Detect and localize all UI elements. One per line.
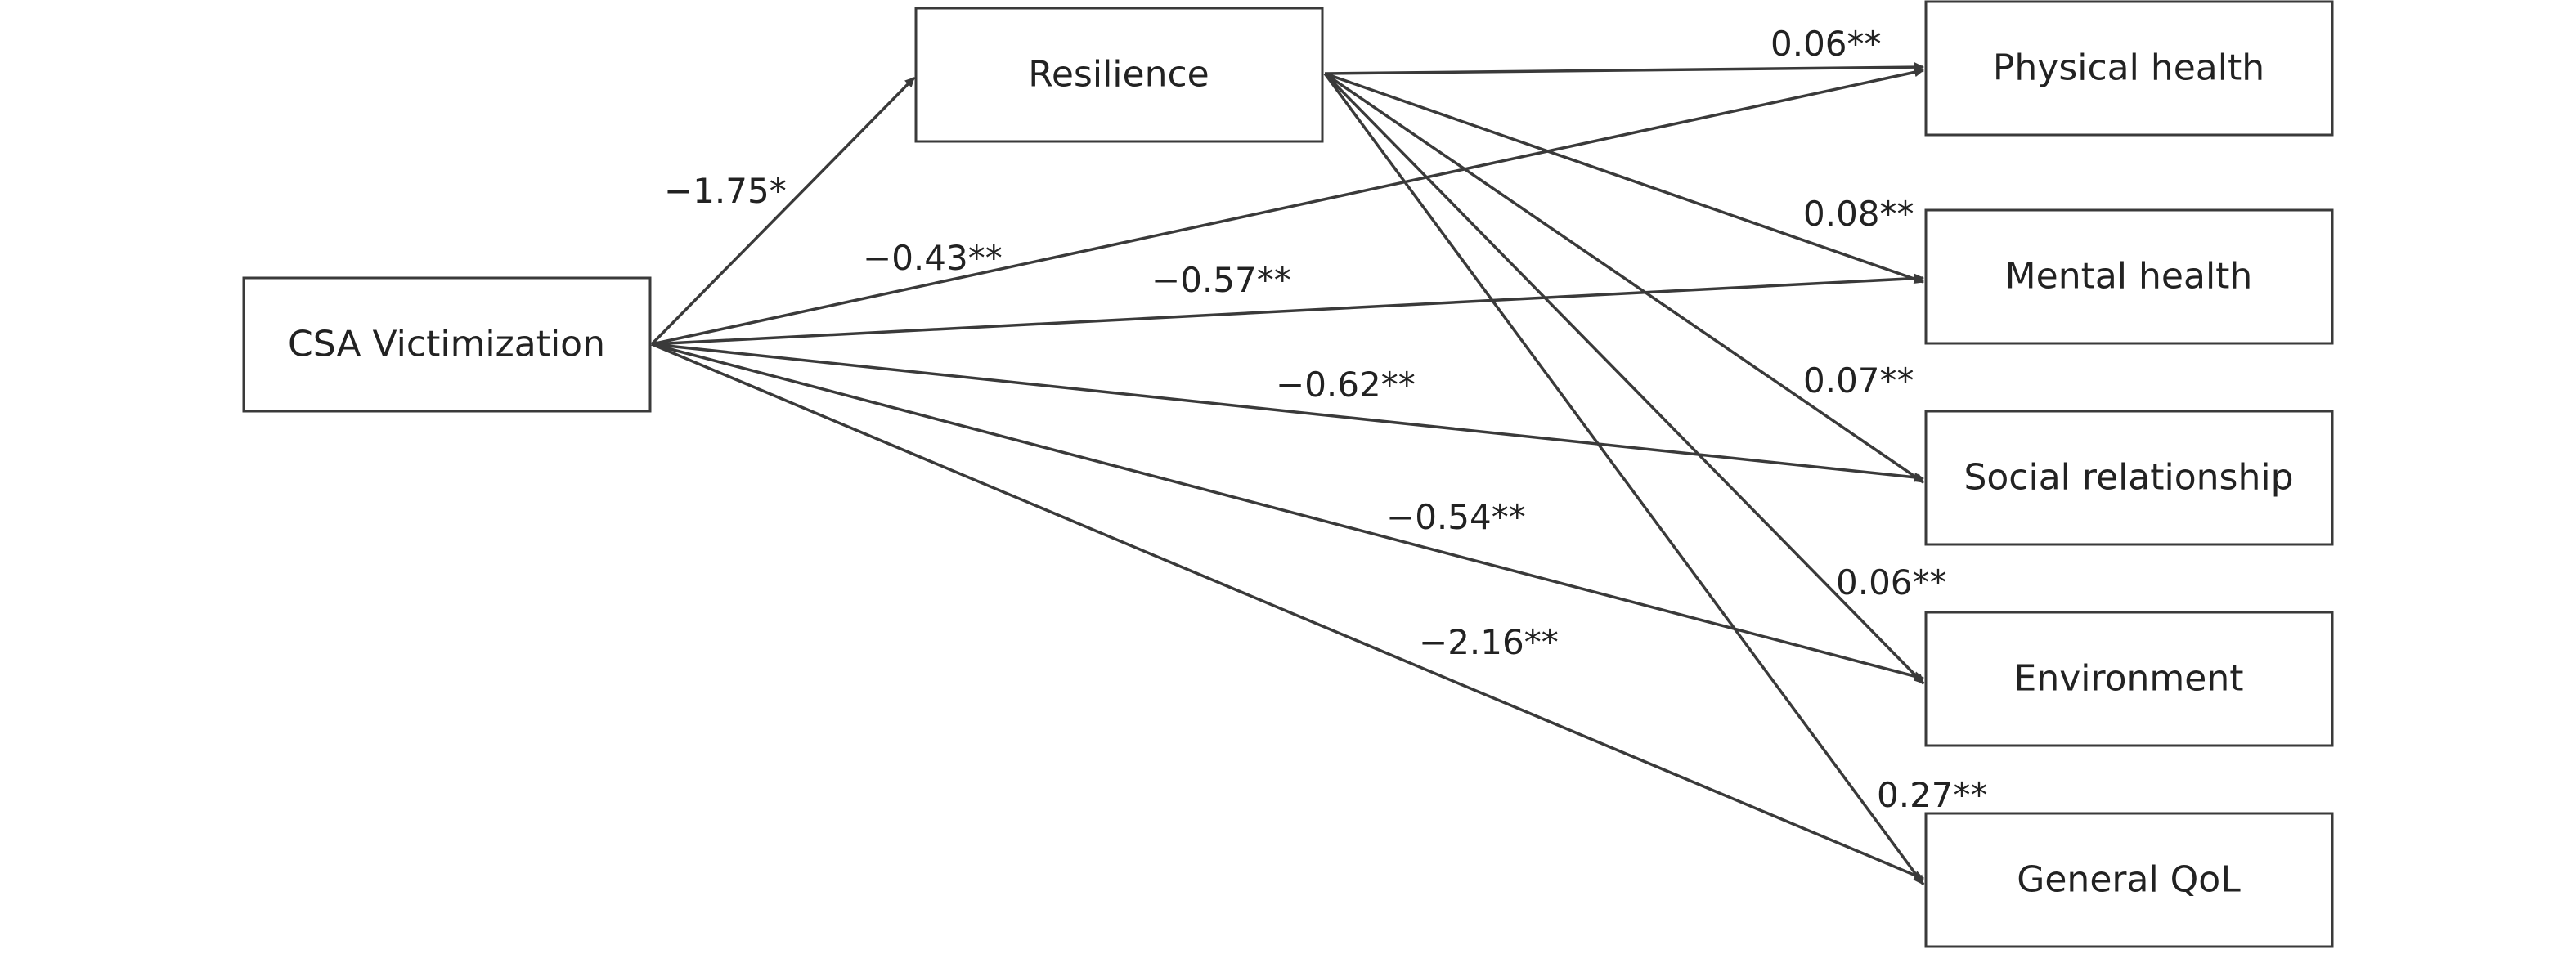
node-resilience-label: Resilience bbox=[1028, 54, 1209, 96]
coef-csa-to-social-relationship: −0.62** bbox=[1276, 365, 1416, 405]
coef-resilience-to-social-relationship: 0.07** bbox=[1803, 361, 1914, 401]
arrow-resilience-to-social-relationship bbox=[1324, 72, 1924, 484]
arrow-csa-to-general-qol bbox=[651, 343, 1924, 880]
node-mental-health: Mental health bbox=[1924, 208, 2334, 345]
arrow-resilience-to-general-qol bbox=[1323, 72, 1925, 886]
node-general-qol-label: General QoL bbox=[2017, 859, 2241, 901]
coef-csa-to-environment: −0.54** bbox=[1386, 497, 1526, 537]
node-social-relationship: Social relationship bbox=[1924, 410, 2334, 546]
node-csa-victimization: CSA Victimization bbox=[242, 276, 652, 413]
coef-resilience-to-physical-health: 0.06** bbox=[1770, 24, 1882, 64]
arrow-csa-to-mental-health bbox=[651, 273, 1924, 346]
arrow-resilience-to-mental-health bbox=[1324, 72, 1924, 284]
arrow-csa-to-resilience bbox=[650, 76, 916, 346]
arrow-resilience-to-environment bbox=[1323, 72, 1925, 685]
coef-csa-to-general-qol: −2.16** bbox=[1419, 622, 1559, 662]
node-environment-label: Environment bbox=[2014, 658, 2244, 700]
coef-csa-to-mental-health: −0.57** bbox=[1151, 260, 1291, 300]
coef-csa-to-physical-health: −0.43** bbox=[863, 238, 1003, 278]
arrow-csa-to-physical-health bbox=[651, 67, 1924, 346]
coef-resilience-to-general-qol: 0.27** bbox=[1877, 775, 1988, 815]
node-physical-health: Physical health bbox=[1924, 0, 2334, 137]
coef-csa-to-resilience: −1.75* bbox=[664, 171, 787, 211]
node-csa-victimization-label: CSA Victimization bbox=[288, 324, 605, 365]
arrow-resilience-to-physical-health bbox=[1324, 62, 1924, 75]
coef-resilience-to-mental-health: 0.08** bbox=[1803, 194, 1914, 234]
node-physical-health-label: Physical health bbox=[1993, 47, 2264, 89]
arrow-csa-to-environment bbox=[651, 343, 1924, 682]
node-resilience: Resilience bbox=[914, 7, 1324, 143]
node-mental-health-label: Mental health bbox=[2005, 256, 2253, 298]
coef-resilience-to-environment: 0.06** bbox=[1836, 562, 1947, 602]
node-general-qol: General QoL bbox=[1924, 812, 2334, 948]
node-environment: Environment bbox=[1924, 611, 2334, 747]
arrow-csa-to-social-relationship bbox=[651, 343, 1924, 482]
node-social-relationship-label: Social relationship bbox=[1963, 457, 2293, 499]
